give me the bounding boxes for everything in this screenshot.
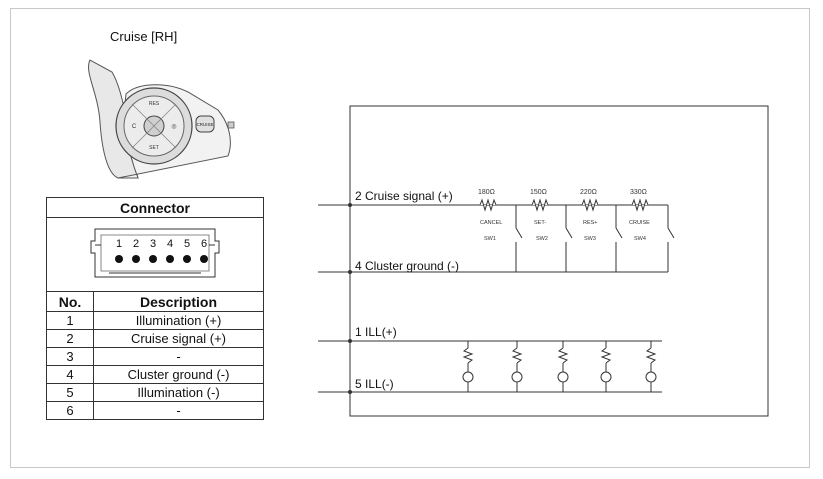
connector-table: Connector 1 2 3 4 5 6	[46, 197, 264, 420]
pin4-label: 4 Cluster ground (-)	[355, 259, 459, 273]
pin-dot	[183, 255, 191, 263]
switch-name: RES+	[583, 220, 598, 226]
pin-dot	[200, 255, 208, 263]
cancel-label: C	[132, 124, 137, 130]
resistor-value: 220Ω	[580, 189, 597, 196]
resistor	[531, 198, 549, 212]
switch	[565, 227, 573, 239]
switch-id: SW1	[484, 236, 496, 242]
switch-id: SW4	[634, 236, 646, 242]
switch-name: CANCEL	[480, 220, 502, 226]
switch-id: SW2	[536, 236, 548, 242]
resistor	[631, 198, 649, 212]
connector-icon: 1 2 3 4 5 6	[90, 228, 220, 278]
switch	[515, 227, 523, 239]
row-desc: Cruise signal (+)	[93, 329, 264, 348]
pin1-label: 1 ILL(+)	[355, 325, 397, 339]
pin2-label: 2 Cruise signal (+)	[355, 189, 453, 203]
cruise-switch-illustration: RES SET C ◎ CRUISE	[88, 59, 235, 179]
switch-id: SW3	[584, 236, 596, 242]
switch	[667, 227, 675, 239]
col-desc-header: Description	[93, 291, 264, 312]
row-desc: -	[93, 401, 264, 420]
resistor-value: 150Ω	[530, 189, 547, 196]
resistor-value: 330Ω	[630, 189, 647, 196]
switch-name: CRUISE	[629, 220, 650, 226]
pin-number: 1	[116, 238, 122, 250]
component-box	[349, 105, 769, 417]
svg-text:◎: ◎	[171, 124, 176, 130]
pin-dot	[149, 255, 157, 263]
pin5-label: 5 ILL(-)	[355, 377, 394, 391]
switch	[615, 227, 623, 239]
resistor	[479, 198, 497, 212]
resistor-value: 180Ω	[478, 189, 495, 196]
switch-name: SET-	[534, 220, 546, 226]
diagram-frame	[10, 8, 810, 468]
illumination-branches	[462, 341, 657, 392]
cruise-button-label: CRUISE	[196, 122, 213, 127]
row-desc: Illumination (-)	[93, 383, 264, 402]
pin-number: 6	[201, 238, 207, 250]
res-label: RES	[149, 101, 160, 107]
pin-number: 5	[184, 238, 190, 250]
pin-number: 3	[150, 238, 156, 250]
set-label: SET	[149, 145, 159, 151]
pin-dot	[132, 255, 140, 263]
pin-number: 4	[167, 238, 173, 250]
pin-number: 2	[133, 238, 139, 250]
resistor	[581, 198, 599, 212]
pin-dot	[115, 255, 123, 263]
connector-heading: Connector	[46, 197, 264, 218]
table-row: 6-	[46, 401, 264, 420]
pin-dot	[166, 255, 174, 263]
page-title: Cruise [RH]	[110, 29, 178, 44]
